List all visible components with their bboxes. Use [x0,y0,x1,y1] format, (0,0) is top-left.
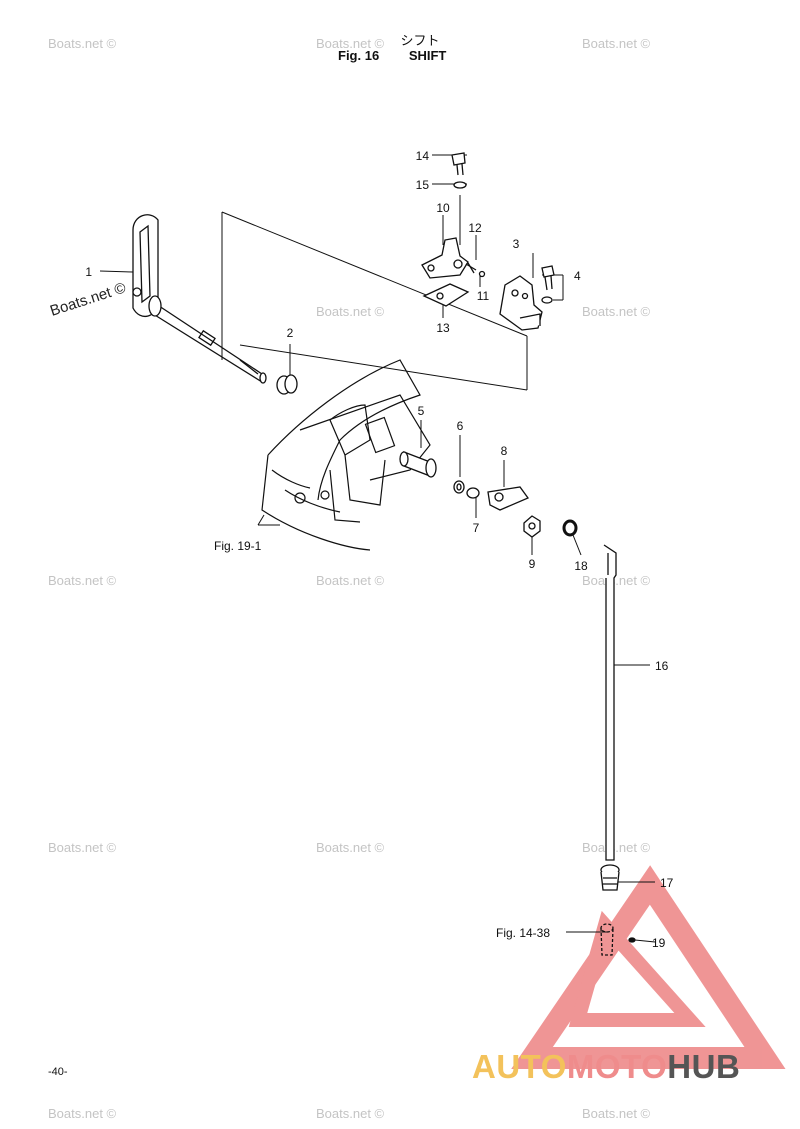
watermark: Boats.net © [582,573,651,588]
bolt-4 [541,265,555,304]
reference-fig-14-38: Fig. 14-38 [496,926,550,940]
watermark: Boats.net © [316,36,385,51]
callout-4: 4 [574,269,581,283]
watermark: Boats.net © [48,36,117,51]
callout-9: 9 [529,557,536,571]
bushing [276,374,298,395]
watermark-layer: Boats.net © Boats.net © Boats.net © Boat… [48,36,651,1121]
reference-fig-19-1: Fig. 19-1 [214,539,262,553]
watermark: Boats.net © [316,304,385,319]
watermark: Boats.net © [316,573,385,588]
callout-2: 2 [287,326,294,340]
callout-5: 5 [418,404,425,418]
brand-part-moto: MOTO [566,1048,668,1085]
brand-logo-text: AUTOMOTOHUB [472,1048,740,1086]
figure-number: Fig. 16 [338,48,380,63]
shift-rod [600,544,636,956]
figure-title-en: SHIFT [408,48,447,63]
part-callouts: 1 2 3 4 5 6 7 8 9 10 11 12 13 14 15 16 1… [85,149,673,950]
watermark: Boats.net © [48,573,117,588]
callout-8: 8 [501,444,508,458]
callout-7: 7 [473,521,480,535]
callout-6: 6 [457,419,464,433]
watermark: Boats.net © [582,304,651,319]
callout-11: 11 [477,289,490,303]
leader-lines [99,154,656,943]
brand-part-auto: AUTO [472,1048,567,1085]
watermark: Boats.net © [48,1106,117,1121]
callout-13: 13 [436,321,450,335]
brand-triangle-logo [511,865,786,1069]
pivot-assembly [399,451,578,538]
callout-12: 12 [468,221,482,235]
shift-bracket [499,275,543,331]
watermark: Boats.net © [48,840,117,855]
watermark: Boats.net © [316,1106,385,1121]
brand-part-hub: HUB [667,1048,741,1085]
callout-18: 18 [574,559,588,573]
title-japanese: シフト [400,34,440,49]
watermark: Boats.net © [316,840,385,855]
callout-15: 15 [416,178,430,192]
figure-title: Fig. 16 SHIFT [338,48,446,63]
callout-1: 1 [85,265,92,279]
watermark: Boats.net © [582,36,651,51]
watermark: Boats.net © [582,1106,651,1121]
callout-17: 17 [660,876,674,890]
callout-10: 10 [436,201,450,215]
engine-housing [261,359,431,551]
callout-16: 16 [655,659,669,673]
page-number: -40- [48,1066,68,1078]
shift-lever [132,214,267,384]
watermark: Boats.net © [582,840,651,855]
cam-housing [421,152,486,307]
watermark-dark: Boats.net © [48,279,128,319]
callout-19: 19 [652,936,666,950]
callout-3: 3 [513,237,520,251]
callout-14: 14 [416,149,430,163]
